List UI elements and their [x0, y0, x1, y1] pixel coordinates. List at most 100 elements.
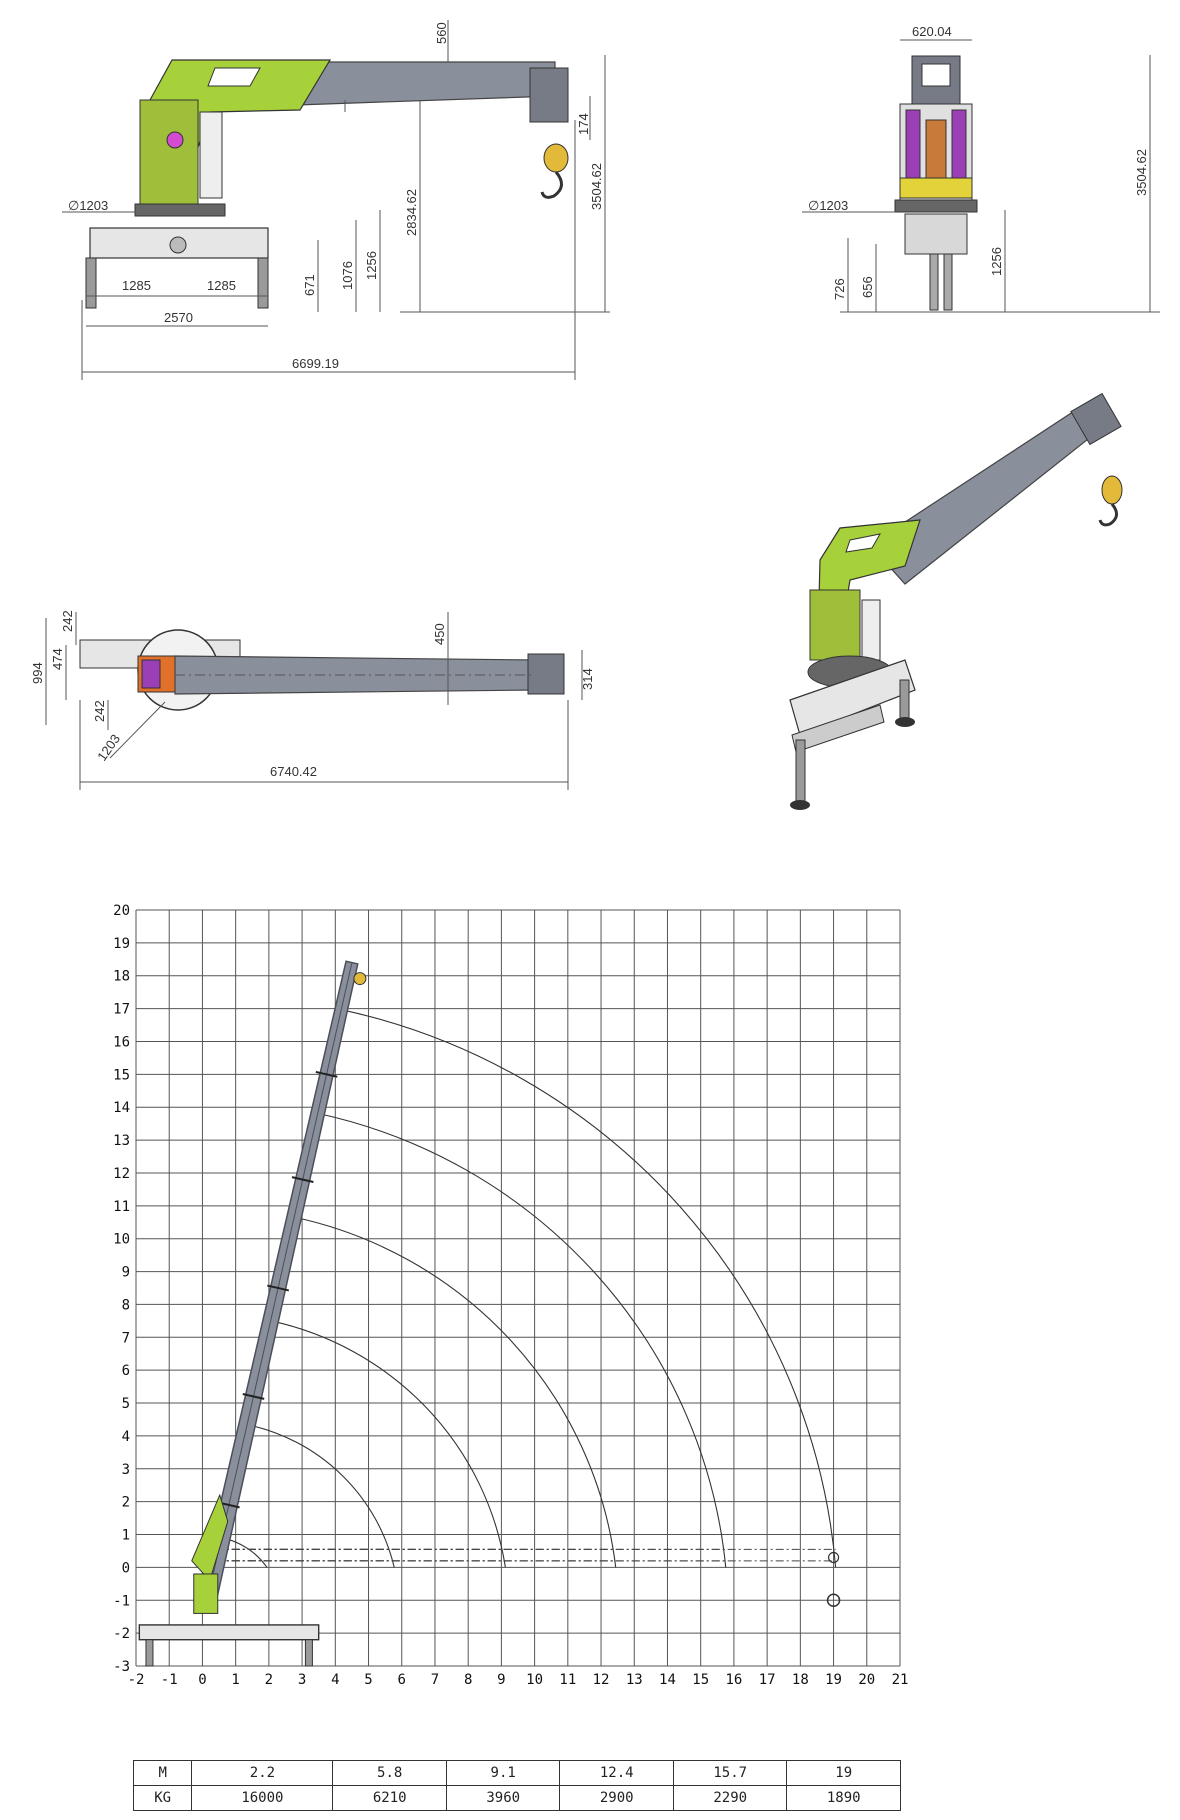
side-dim-slew-dia: ∅1203 — [68, 198, 108, 213]
x-tick-label: 21 — [892, 1672, 909, 1688]
x-tick-label: 11 — [559, 1672, 576, 1688]
load-table-radius-row: M 2.2 5.8 9.1 12.4 15.7 19 — [132, 1760, 901, 1786]
y-tick-label: 5 — [122, 1396, 130, 1412]
x-tick-label: 3 — [298, 1672, 306, 1688]
end-dim-656: 656 — [860, 276, 875, 298]
hook-at-max-radius — [826, 1593, 841, 1608]
x-tick-label: 9 — [497, 1672, 505, 1688]
boom-section-joint — [242, 1393, 265, 1400]
top-dim-242-lower: 242 — [92, 700, 107, 722]
outrigger-beam — [138, 1624, 320, 1641]
radius-arc — [294, 1216, 617, 1568]
radius-arc — [317, 1112, 727, 1568]
isometric-view — [789, 392, 1123, 810]
boom-section-joint — [315, 1070, 338, 1078]
x-tick-label: 8 — [464, 1672, 472, 1688]
side-column — [139, 99, 199, 209]
y-tick-label: 8 — [122, 1297, 130, 1313]
load-table: M 2.2 5.8 9.1 12.4 15.7 19 KG 16000 6210… — [132, 1760, 901, 1811]
boom-column — [193, 1573, 219, 1614]
y-tick-label: 3 — [122, 1462, 130, 1478]
side-dim-2834: 2834.62 — [404, 189, 419, 236]
side-dim-560: 560 — [434, 22, 449, 44]
side-dim-671: 671 — [302, 274, 317, 296]
boom-head-at-max-radius — [827, 1551, 840, 1564]
boom-section-joint — [291, 1176, 314, 1183]
x-tick-label: 6 — [398, 1672, 406, 1688]
x-tick-label: 5 — [364, 1672, 372, 1688]
radius-arc — [246, 1424, 395, 1568]
top-dim-total-length: 6740.42 — [270, 764, 317, 779]
radius-cell: 9.1 — [445, 1760, 561, 1786]
load-table-row-label-m: M — [132, 1760, 193, 1786]
x-tick-label: 0 — [198, 1672, 206, 1688]
radius-cell: 15.7 — [672, 1760, 788, 1786]
side-hook — [540, 171, 563, 199]
end-dim-width: 620.04 — [912, 24, 952, 39]
y-tick-label: 10 — [113, 1232, 130, 1248]
y-tick-label: -1 — [113, 1593, 130, 1609]
radius-cell: 19 — [786, 1760, 901, 1786]
side-dim-3504: 3504.62 — [589, 163, 604, 210]
y-tick-label: 19 — [113, 936, 130, 952]
side-dim-1285-left: 1285 — [122, 278, 151, 293]
top-dim-1203: 1203 — [94, 731, 123, 763]
end-view: 620.04 ∅1203 726 656 1256 3504.62 — [802, 24, 1160, 313]
top-view: 994 474 242 242 1203 450 314 6740.42 — [30, 610, 595, 790]
y-tick-label: -2 — [113, 1626, 130, 1642]
side-hook-block — [543, 143, 569, 173]
chart-boom — [191, 960, 367, 1614]
side-dim-1076: 1076 — [340, 261, 355, 290]
y-tick-label: 14 — [113, 1100, 130, 1116]
end-slew-ring — [894, 199, 978, 213]
side-dim-total-length: 6699.19 — [292, 356, 339, 371]
boom-centerline — [205, 962, 353, 1607]
radius-cell: 5.8 — [332, 1760, 447, 1786]
load-table-row-label-kg: KG — [132, 1785, 193, 1811]
end-dim-1256: 1256 — [989, 247, 1004, 276]
y-tick-label: 4 — [122, 1429, 130, 1445]
radius-arc — [270, 1320, 506, 1568]
top-dim-450: 450 — [432, 623, 447, 645]
side-boom-head — [529, 67, 569, 123]
top-dim-474: 474 — [50, 648, 65, 670]
end-dim-slew-dia: ∅1203 — [808, 198, 848, 213]
x-tick-label: 4 — [331, 1672, 339, 1688]
y-tick-label: 0 — [122, 1560, 130, 1576]
radius-cell: 2.2 — [191, 1760, 334, 1786]
x-tick-label: 7 — [431, 1672, 439, 1688]
iso-base — [789, 659, 916, 736]
side-view: ∅1203 1285 1285 2570 6699.19 671 1076 12… — [62, 20, 610, 380]
side-dim-1256: 1256 — [364, 251, 379, 280]
x-tick-label: -2 — [128, 1672, 145, 1688]
y-tick-label: 17 — [113, 1002, 130, 1018]
x-tick-label: 17 — [759, 1672, 776, 1688]
y-tick-label: -3 — [113, 1659, 130, 1675]
outrigger-leg-right — [304, 1639, 313, 1667]
side-dim-2570: 2570 — [164, 310, 193, 325]
y-tick-label: 2 — [122, 1495, 130, 1511]
load-cell: 2900 — [559, 1785, 674, 1811]
chart-base — [138, 1551, 841, 1667]
y-tick-label: 7 — [122, 1330, 130, 1346]
side-dim-174: 174 — [576, 113, 591, 135]
x-tick-label: 20 — [858, 1672, 875, 1688]
y-tick-label: 18 — [113, 969, 130, 985]
boom-tip-hook — [353, 972, 367, 986]
x-tick-label: 19 — [825, 1672, 842, 1688]
top-dim-994: 994 — [30, 662, 45, 684]
y-tick-label: 16 — [113, 1034, 130, 1050]
x-tick-label: 10 — [526, 1672, 543, 1688]
x-tick-label: -1 — [161, 1672, 178, 1688]
chart-grid — [135, 909, 901, 1667]
side-dim-1285-right: 1285 — [207, 278, 236, 293]
top-dim-314: 314 — [580, 668, 595, 690]
y-tick-label: 12 — [113, 1166, 130, 1182]
boom-section-joint — [267, 1284, 290, 1292]
x-tick-label: 16 — [725, 1672, 742, 1688]
y-tick-label: 11 — [113, 1199, 130, 1215]
y-tick-label: 6 — [122, 1363, 130, 1379]
